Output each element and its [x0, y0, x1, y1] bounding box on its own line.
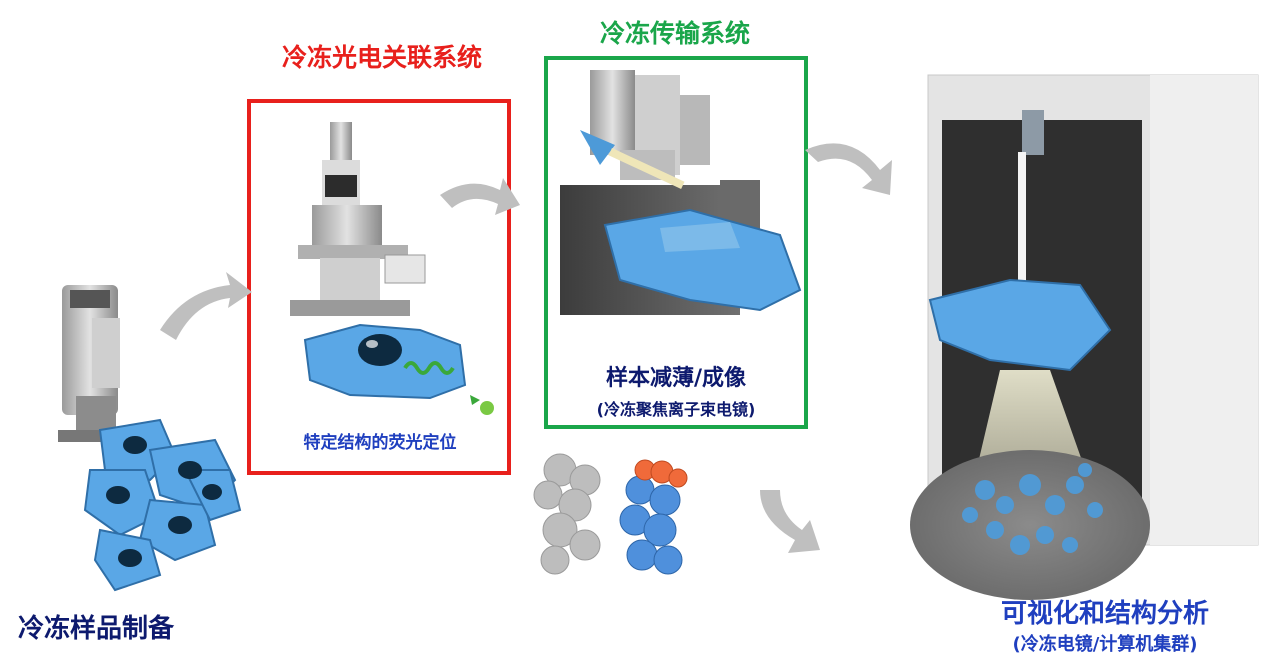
- caption-visualization-sub: (冷冻电镜/计算机集群): [1012, 634, 1198, 655]
- cell-icon: [603, 208, 802, 312]
- caption-sample-prep: 冷冻样品制备: [18, 614, 175, 644]
- cell-icon: [928, 278, 1112, 372]
- caption-fib-main: 样本减薄/成像: [605, 366, 747, 391]
- flow-arrow-icon: [160, 143, 892, 553]
- fib-frame: [544, 56, 808, 429]
- light-microscope-icon: [290, 122, 426, 316]
- caption-fluorescence: 特定结构的荧光定位: [303, 433, 457, 453]
- heading-clem-system: 冷冻光电关联系统: [281, 43, 482, 72]
- clem-frame: [247, 99, 511, 475]
- caption-visualization: 可视化和结构分析: [1000, 599, 1209, 629]
- caption-fib-sub: (冷冻聚焦离子束电镜): [596, 400, 756, 419]
- plunge-freezer-icon: [58, 285, 148, 442]
- heading-transfer-system: 冷冻传输系统: [599, 19, 750, 48]
- protein-density-icon: [533, 453, 688, 575]
- cell-icon: [83, 418, 242, 592]
